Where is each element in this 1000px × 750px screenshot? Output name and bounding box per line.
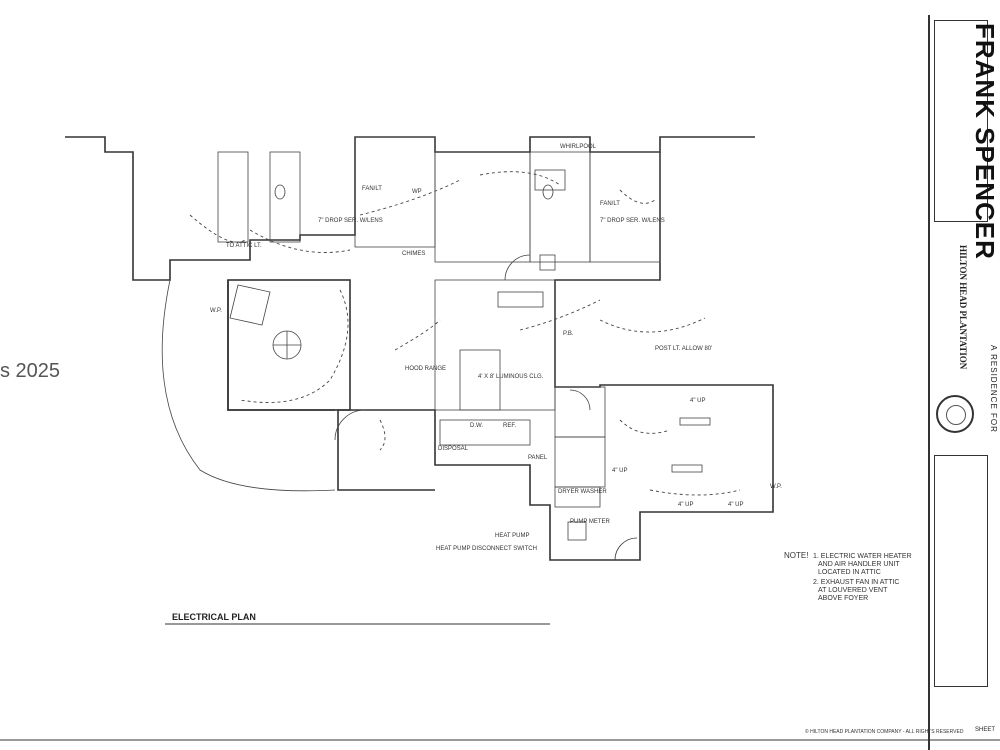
label-luminous-ceiling: 4' X 8' LUMINOUS CLG. (478, 374, 544, 380)
room-labels: WHIRLPOOL FAN/LT FAN/LT 7" DROP SER. W/L… (210, 144, 782, 552)
plantation-seal-icon (936, 395, 974, 433)
watermark-text: s 2025 (0, 360, 61, 382)
label-hood-range: HOOD RANGE (405, 366, 446, 372)
title-block-notes-box (934, 20, 988, 222)
residence-for: A RESIDENCE FOR (989, 345, 998, 433)
label-up-4: 4" UP (728, 502, 743, 508)
wiring-circuits (189, 171, 741, 496)
label-fan-lt-right: FAN/LT (600, 201, 620, 207)
note-line-2: AND AIR HANDLER UNIT (818, 561, 900, 568)
label-dryer-washer: DRYER WASHER (558, 489, 607, 495)
note-line-6: ABOVE FOYER (818, 595, 868, 602)
note-line-3: LOCATED IN ATTIC (818, 569, 881, 576)
label-wp-right: W.P. (770, 484, 782, 490)
note-line-1: 1. ELECTRIC WATER HEATER (813, 553, 912, 560)
label-dw: D.W. (470, 423, 483, 429)
label-up-2: 4" UP (612, 468, 627, 474)
label-fan-lt-left: FAN/LT (362, 186, 382, 192)
label-up-3: 4" UP (678, 502, 693, 508)
label-wp-top: WP (412, 189, 422, 195)
title-block: FRANK SPENCER HILTON HEAD PLANTATION A R… (928, 15, 1000, 750)
label-heat-pump-disconnect: HEAT PUMP DISCONNECT SWITCH (436, 546, 537, 552)
label-wp-left: W.P. (210, 308, 222, 314)
label-drop-left: 7" DROP SER. W/LENS (318, 218, 383, 224)
label-ref: REF. (503, 423, 516, 429)
plan-notes: NOTE! 1. ELECTRIC WATER HEATER AND AIR H… (784, 551, 912, 602)
label-pump-meter: PUMP METER (570, 519, 611, 525)
project-name: HILTON HEAD PLANTATION (958, 245, 968, 370)
walls (65, 136, 774, 561)
label-post-lt: POST LT. ALLOW 80' (655, 346, 712, 352)
copyright-text: © HILTON HEAD PLANTATION COMPANY - ALL R… (805, 728, 964, 735)
label-heat-pump: HEAT PUMP (495, 533, 529, 539)
note-heading: NOTE! (784, 551, 808, 560)
architect-name: FRANK SPENCER (970, 23, 1000, 260)
note-line-5: AT LOUVERED VENT (818, 587, 888, 594)
label-to-attic: TO ATTIC LT. (226, 243, 262, 249)
note-line-4: 2. EXHAUST FAN IN ATTIC (813, 579, 899, 586)
label-chimes: CHIMES (402, 251, 425, 257)
label-disposal: DISPOSAL (438, 446, 469, 452)
label-pb: P.B. (563, 331, 574, 337)
plan-title: ELECTRICAL PLAN (172, 612, 256, 622)
label-drop-right: 7" DROP SER. W/LENS (600, 218, 665, 224)
title-block-revisions-box (934, 455, 988, 687)
sheet-label: SHEET (975, 727, 996, 733)
label-up-1: 4" UP (690, 398, 705, 404)
label-panel: PANEL (528, 455, 548, 461)
label-whirlpool: WHIRLPOOL (560, 144, 597, 150)
